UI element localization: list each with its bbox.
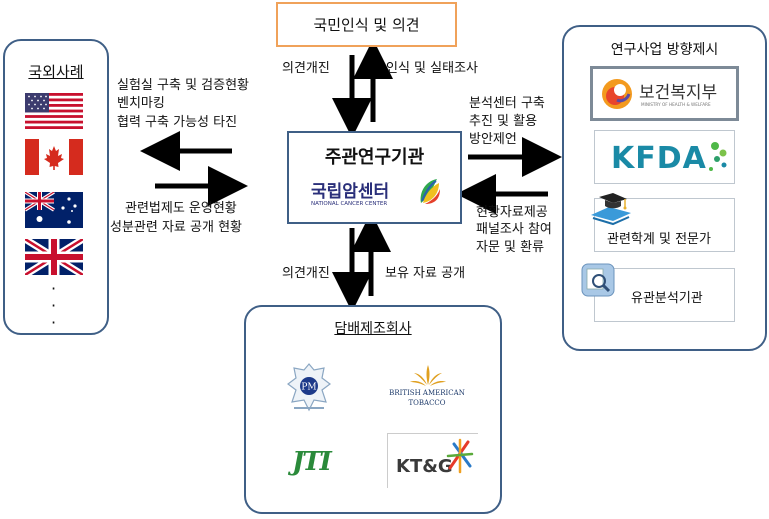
bat-leaf-icon	[410, 365, 446, 386]
magnifier-document-icon	[581, 263, 615, 297]
more-dot-1: ·	[51, 279, 57, 298]
more-dot-2: ·	[51, 296, 57, 315]
academia-box: 관련학계 및 전문가	[591, 193, 735, 252]
ktg-logo: KT&G	[387, 433, 478, 488]
bottom-box: 담배제조회사 PM BRITISH AMERICAN TOBACCO JTI K…	[244, 305, 502, 514]
bottom-box-title: 담배제조회사	[334, 321, 412, 337]
mohw-emblem-icon	[602, 79, 632, 109]
mohw-name-en: MINISTRY OF HEALTH & WELFARE	[641, 102, 711, 107]
label-right-lower-3: 자문 및 환류	[476, 240, 545, 255]
label-right-upper-3: 방안제언	[469, 132, 517, 147]
top-box: 국민인식 및 의견	[276, 2, 457, 47]
usa-flag-icon	[25, 93, 83, 129]
left-box-title: 국외사례	[28, 63, 84, 81]
label-right-lower-2: 패널조사 참여	[476, 222, 552, 237]
label-right-lower-1: 현황자료제공	[476, 205, 548, 220]
ktg-symbol-icon	[446, 438, 474, 474]
bat-name-line2: TOBACCO	[408, 399, 446, 407]
canada-flag-icon	[25, 139, 83, 175]
label-bottom-up: 보유 자료 공개	[385, 266, 466, 281]
kfda-dots-icon	[709, 142, 727, 171]
center-box: 주관연구기관 국립암센터 NATIONAL CANCER CENTER	[287, 131, 462, 224]
bat-logo: BRITISH AMERICAN TOBACCO	[382, 365, 472, 415]
right-box-title: 연구사업 방향제시	[610, 42, 719, 58]
right-box: 연구사업 방향제시 보건복지부 MINISTRY OF HEALTH & WEL…	[562, 25, 767, 351]
philip-morris-logo-icon: PM	[287, 363, 331, 412]
ktg-text: KT&G	[396, 456, 453, 477]
label-left-upper-1: 실험실 구축 및 검증현황	[117, 78, 249, 93]
label-left-upper-3: 협력 구축 가능성 타진	[117, 115, 238, 130]
australia-flag-icon	[25, 192, 83, 228]
jti-logo: JTI	[292, 447, 332, 477]
label-top-down: 의견개진	[282, 61, 330, 76]
label-left-lower-2: 성분관련 자료 공개 현황	[110, 220, 242, 235]
ncc-logo-en: NATIONAL CANCER CENTER	[311, 201, 388, 207]
mohw-name-ko: 보건복지부	[639, 83, 718, 103]
more-dot-3: ·	[51, 313, 57, 332]
ncc-emblem-icon	[420, 179, 440, 204]
academia-label: 관련학계 및 전문가	[607, 232, 711, 247]
mohw-logo: 보건복지부 MINISTRY OF HEALTH & WELFARE	[590, 66, 739, 121]
center-box-title: 주관연구기관	[324, 147, 425, 168]
label-top-up: 인식 및 실태조사	[386, 61, 478, 76]
ncc-logo-ko: 국립암센터	[311, 182, 390, 202]
label-left-lower-1: 관련법제도 운영현황	[125, 201, 237, 216]
top-box-title: 국민인식 및 의견	[313, 16, 420, 34]
label-right-upper-1: 분석센터 구축	[469, 96, 545, 111]
labs-label: 유관분석기관	[631, 291, 703, 306]
label-right-upper-2: 추진 및 활용	[469, 114, 538, 129]
ncc-logo: 국립암센터 NATIONAL CANCER CENTER	[311, 177, 441, 213]
uk-flag-icon	[25, 239, 83, 275]
labs-box: 유관분석기관	[581, 263, 735, 322]
svg-text:PM: PM	[301, 383, 316, 393]
kfda-logo: KFDA	[594, 130, 735, 184]
left-box: 국외사례	[3, 39, 109, 335]
label-bottom-down: 의견개진	[282, 266, 330, 281]
bat-name-line1: BRITISH AMERICAN	[389, 389, 465, 397]
label-left-upper-2: 벤치마킹	[117, 96, 165, 111]
graduation-cap-icon	[591, 193, 631, 226]
kfda-text: KFDA	[611, 141, 707, 176]
